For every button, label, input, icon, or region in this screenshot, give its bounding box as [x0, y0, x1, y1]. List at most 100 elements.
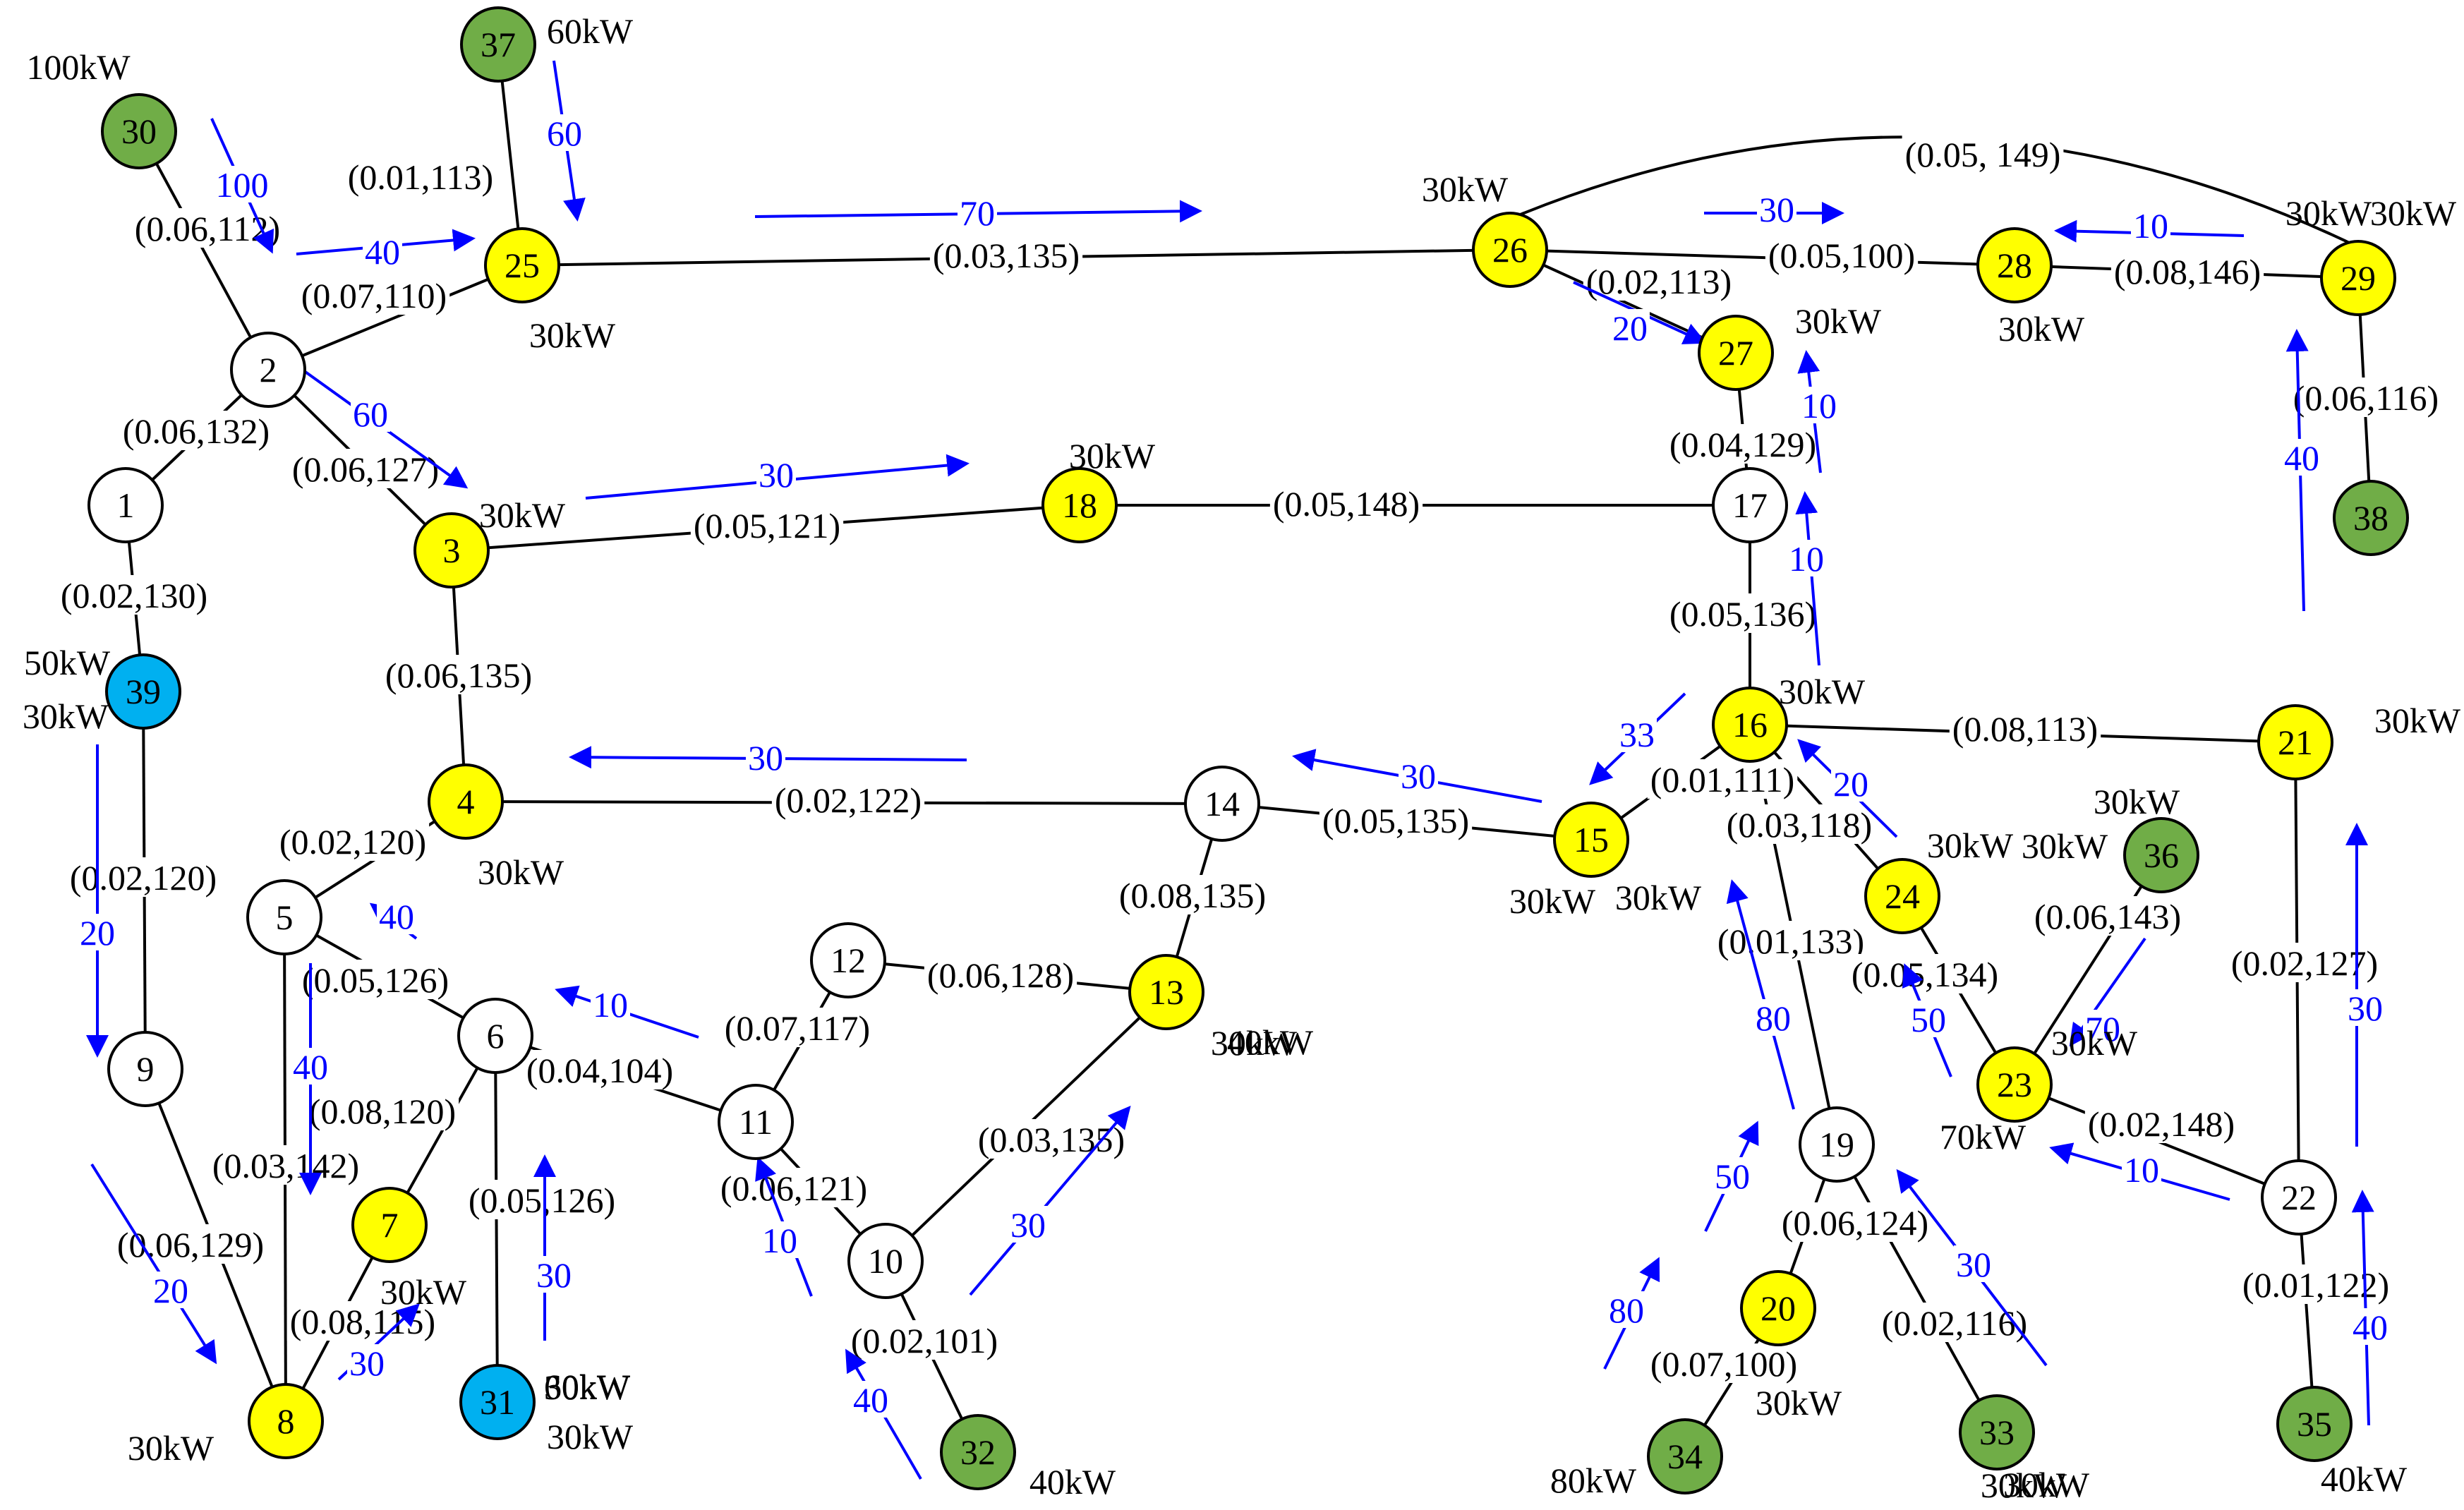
node-circle [810, 922, 886, 998]
node-id: 28 [1997, 246, 2032, 285]
node-circle [2276, 1386, 2353, 1462]
power-label: 30kW [2370, 193, 2457, 233]
edge-label: (0.03,142) [212, 1146, 359, 1185]
edge-label-bg [306, 1091, 459, 1130]
node-circle [2261, 1159, 2337, 1236]
node-id: 32 [960, 1432, 996, 1472]
edge-label: (0.03,135) [933, 236, 1080, 275]
node-4: 4 [428, 763, 504, 840]
node-27: 27 [1698, 315, 1774, 391]
edge-label: (0.05,126) [469, 1180, 615, 1220]
flow-label-bg [1753, 999, 1793, 1036]
flow-label-bg [291, 1048, 330, 1085]
edge-label-bg [209, 1145, 363, 1185]
node-id: 7 [381, 1205, 399, 1245]
flow-label-bg [591, 986, 630, 1022]
power-label: 50kW [24, 643, 111, 682]
edge-label: (0.02,122) [775, 780, 922, 820]
node-id: 10 [868, 1241, 903, 1281]
node-11: 11 [718, 1084, 794, 1160]
node-circle [105, 653, 181, 730]
power-label: 30kW [1927, 826, 2014, 865]
node-36: 36 [2123, 817, 2199, 893]
node-23: 23 [1976, 1046, 2053, 1123]
edge-label: (0.06,116) [2293, 378, 2439, 418]
node-id: 24 [1885, 876, 1920, 916]
edge-label: (0.06,112) [135, 209, 280, 248]
edge-label: (0.01,113) [348, 157, 493, 197]
node-39: 39 [105, 653, 181, 730]
flow-label-bg [958, 194, 997, 231]
flow-label-bg [1954, 1245, 1993, 1282]
node-id: 6 [487, 1016, 505, 1056]
flow-label-bg [1831, 765, 1871, 802]
flow-label: 30 [536, 1255, 572, 1295]
power-label: 30kW [1756, 1383, 1842, 1423]
edge-label: (0.03,118) [1727, 805, 1872, 845]
flow-label-bg [1610, 309, 1650, 346]
flow-label-bg [1799, 387, 1839, 423]
edge-label: (0.08,113) [1952, 709, 2098, 749]
flow-label: 30 [759, 455, 794, 495]
flow-label: 50 [1911, 1000, 1946, 1039]
node-16: 16 [1712, 687, 1788, 763]
edge-label-bg [1723, 804, 1876, 844]
node-circle [1712, 687, 1788, 763]
edge-label: (0.01,122) [2242, 1265, 2389, 1305]
node-id: 14 [1204, 784, 1240, 823]
flow-label-bg [756, 456, 796, 493]
node-circle [1712, 467, 1788, 543]
power-label: 30kW [128, 1428, 215, 1468]
flow-label: 33 [1619, 715, 1655, 754]
node-30: 30 [101, 93, 177, 169]
power-label: 30kW [1069, 436, 1156, 476]
flow-label: 40 [379, 897, 414, 936]
flow-label: 30 [1401, 756, 1436, 796]
flow-label: 70 [2085, 1009, 2120, 1049]
flow-label: 40 [2353, 1307, 2388, 1347]
edge-label-bg [1714, 921, 1868, 960]
edge-label: (0.05,135) [1322, 801, 1469, 840]
node-38: 38 [2333, 480, 2409, 556]
flow-label: 40 [365, 232, 400, 272]
edge-label: (0.05,100) [1768, 236, 1915, 275]
power-label: 30kW [1211, 1023, 1298, 1063]
edge-label: (0.06,132) [123, 411, 270, 451]
node-circle [1976, 227, 2053, 303]
power-label: 70kW [1940, 1117, 2027, 1156]
edge-label: (0.02,120) [279, 822, 426, 862]
node-id: 9 [137, 1049, 155, 1089]
power-label: 30kW [2003, 1465, 2090, 1504]
flow-label: 10 [1789, 539, 1824, 579]
node-10: 10 [847, 1223, 924, 1299]
edge-label: (0.02,130) [61, 576, 207, 615]
flow-label-bg [534, 1256, 574, 1293]
node-35: 35 [2276, 1386, 2353, 1462]
node-id: 39 [126, 672, 161, 711]
power-label: 30kW [479, 495, 566, 535]
node-29: 29 [2320, 240, 2396, 316]
flow-label-bg [2122, 1151, 2161, 1188]
flow-label: 40 [2284, 438, 2319, 478]
flow-label-bg [213, 166, 271, 203]
node-id: 19 [1819, 1125, 1854, 1164]
edge-26-28 [1509, 248, 2015, 267]
edge-label-bg [1116, 875, 1269, 914]
flow-label: 10 [2124, 1150, 2159, 1190]
power-label: 30kW [1509, 881, 1596, 921]
flow-label-bg [1909, 1001, 1948, 1037]
edge-label-bg [119, 411, 273, 450]
edge-2-25 [267, 264, 523, 371]
node-circle [847, 1223, 924, 1299]
edge-label-bg [2239, 1264, 2393, 1304]
node-circle [1864, 858, 1940, 934]
edge-label-bg [66, 857, 220, 897]
node-id: 25 [505, 246, 540, 285]
power-label: 30kW [2022, 826, 2108, 866]
node-25: 25 [484, 227, 560, 303]
node-circle [460, 6, 536, 83]
flow-label: 20 [1833, 764, 1868, 804]
flow-label-bg [760, 1221, 799, 1258]
